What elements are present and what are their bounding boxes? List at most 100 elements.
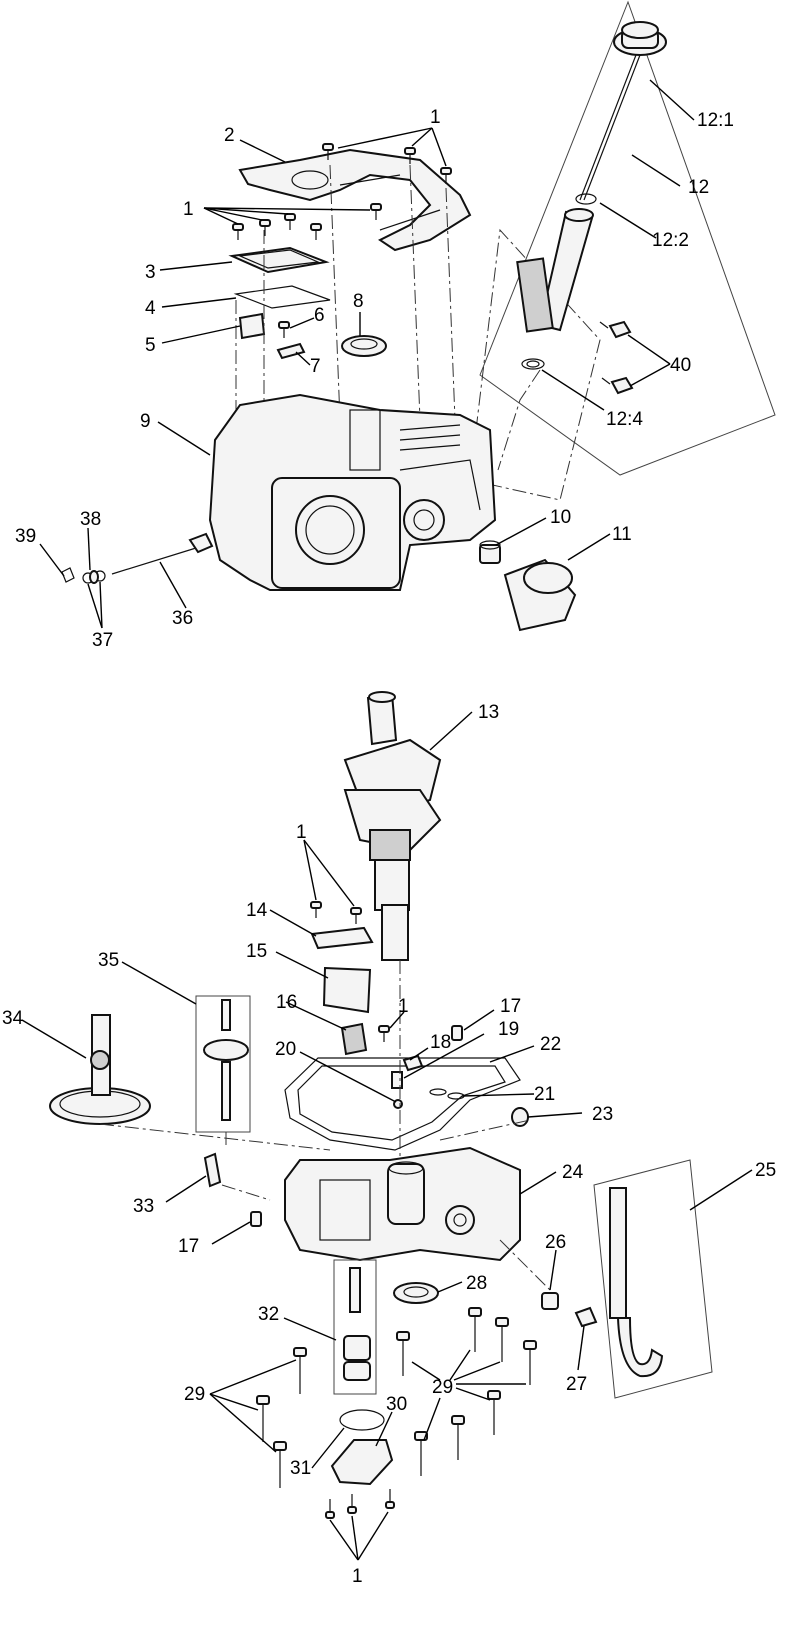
callout-1-top: 1 (430, 107, 441, 128)
callout-10: 10 (550, 507, 571, 528)
pump-o-ring (339, 1409, 385, 1431)
callout-33: 33 (133, 1196, 154, 1217)
callout-12-1: 12:1 (697, 110, 734, 131)
oil-filter (503, 558, 577, 632)
callout-35: 35 (98, 950, 119, 971)
blower-housing-bracket (238, 148, 472, 252)
screws-top (232, 143, 452, 338)
dipstick-tube (516, 208, 594, 333)
callout-40: 40 (670, 355, 691, 376)
oil-pump (343, 1267, 371, 1381)
callout-25: 25 (755, 1160, 776, 1181)
callout-15: 15 (246, 941, 267, 962)
callout-2: 2 (224, 125, 235, 146)
callout-32: 32 (258, 1304, 279, 1325)
dowel-pin-bottom (250, 1211, 262, 1227)
callout-22: 22 (540, 1034, 561, 1055)
callout-31: 31 (290, 1458, 311, 1479)
callout-1-mid: 1 (296, 822, 307, 843)
oil-seal-top (341, 335, 387, 357)
relief-spring (391, 1071, 403, 1089)
clip-39 (61, 567, 75, 583)
fitting-26 (541, 1292, 559, 1310)
clip (276, 342, 306, 360)
governor-detail-frame (195, 995, 251, 1133)
callout-36: 36 (172, 608, 193, 629)
oil-fill-shaft (111, 532, 214, 575)
callout-23: 23 (592, 1104, 613, 1125)
callout-13: 13 (478, 702, 499, 723)
bolt-40-lower (601, 376, 634, 395)
callout-18: 18 (430, 1032, 451, 1053)
pump-cover (330, 1439, 394, 1486)
dipstick-assembly-frame (479, 0, 776, 476)
governor-gear (203, 999, 249, 1121)
callout-27: 27 (566, 1374, 587, 1395)
dipstick-o-ring-top (575, 193, 597, 205)
bolt-40-upper (599, 320, 632, 339)
callout-34: 34 (2, 1008, 24, 1029)
callout-38: 38 (80, 509, 101, 530)
assembly-line (409, 164, 421, 421)
callout-1-left: 1 (183, 199, 194, 220)
callout-20: 20 (275, 1039, 296, 1060)
callout-8: 8 (353, 291, 364, 312)
assembly-line (99, 1123, 331, 1151)
camshaft-gear (49, 1014, 151, 1125)
dipstick-tube-detail-frame (469, 228, 601, 501)
callout-17-top: 17 (500, 996, 521, 1017)
assembly-line (499, 1239, 551, 1291)
dipstick (579, 21, 667, 201)
assembly-line (445, 187, 456, 421)
callout-1-bottom: 1 (352, 1566, 363, 1587)
assembly-line (329, 164, 341, 421)
crankshaft (343, 691, 442, 961)
breather-gasket (233, 285, 331, 309)
bracket-33 (203, 1152, 222, 1188)
crankcase-cover (284, 1146, 521, 1262)
assembly-line (497, 369, 541, 471)
callout-11: 11 (612, 524, 632, 545)
callout-30: 30 (386, 1394, 407, 1415)
callout-37: 37 (92, 630, 113, 651)
callout-26: 26 (545, 1232, 566, 1253)
callout-16: 16 (276, 992, 297, 1013)
callout-17-bottom: 17 (178, 1236, 199, 1257)
callout-21: 21 (534, 1084, 555, 1105)
dowel-pin-top (451, 1025, 463, 1041)
bolts-29 (256, 1307, 537, 1488)
governor-block (340, 1022, 368, 1056)
callout-4: 4 (145, 298, 156, 319)
callout-28: 28 (466, 1273, 487, 1294)
callout-19: 19 (498, 1019, 519, 1040)
screws-bottom (325, 1489, 395, 1519)
screws-middle (310, 901, 390, 1042)
crankcase (208, 393, 497, 591)
oil-seal-bottom (393, 1282, 439, 1304)
oil-hose (609, 1187, 664, 1378)
washer-38 (89, 570, 99, 584)
callout-39: 39 (15, 526, 36, 547)
assembly-line (221, 1184, 271, 1201)
bearing-insert (322, 966, 372, 1014)
callout-24: 24 (562, 1162, 584, 1183)
callout-29-right: 29 (432, 1377, 453, 1398)
callout-1-at-16: 1 (398, 996, 409, 1017)
washer-21a (429, 1088, 447, 1096)
callout-3: 3 (145, 262, 156, 283)
hose-detail-frame (593, 1159, 713, 1399)
callout-14: 14 (246, 900, 268, 921)
breather-element (238, 312, 266, 340)
elbow-27 (574, 1306, 598, 1328)
callout-12-4: 12:4 (606, 409, 643, 430)
callout-5: 5 (145, 335, 156, 356)
oil-filter-fitting (479, 540, 501, 564)
oil-pump-detail-frame (333, 1259, 377, 1395)
callout-12: 12 (688, 177, 709, 198)
callout-12-2: 12:2 (652, 230, 689, 251)
assembly-line (439, 1119, 531, 1141)
callout-6: 6 (314, 305, 325, 326)
dipstick-o-ring-bottom (521, 358, 545, 370)
retainer-plate (310, 926, 374, 950)
